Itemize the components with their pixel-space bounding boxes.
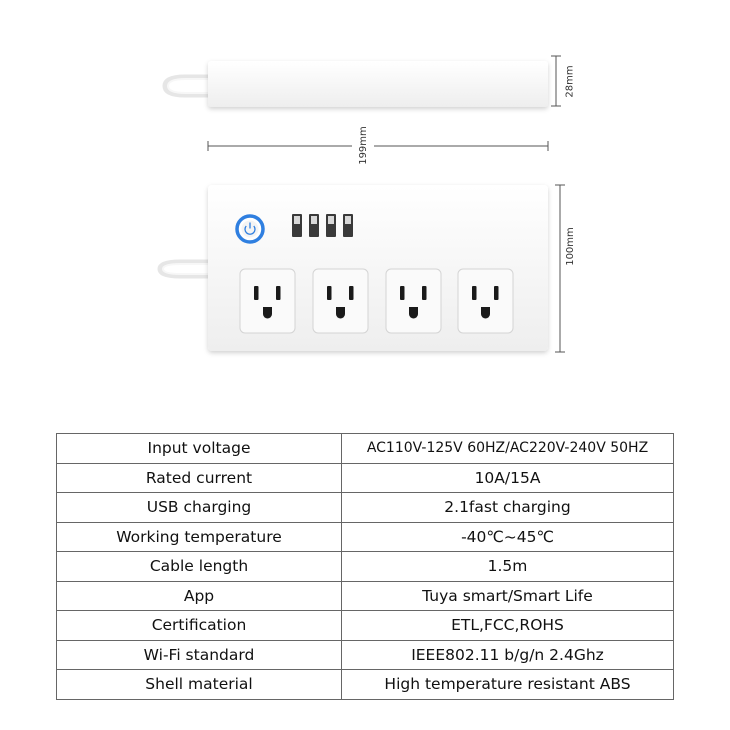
spec-label: Input voltage [56, 433, 342, 464]
spec-table: Input voltage AC110V-125V 60HZ/AC220V-24… [56, 433, 674, 700]
ac-outlet [457, 268, 514, 334]
width-dimension-label: 199mm [357, 126, 369, 165]
power-button [235, 214, 265, 244]
spec-label: Certification [56, 610, 342, 641]
side-view-body [208, 61, 548, 107]
spec-value: ETL,FCC,ROHS [341, 610, 674, 641]
ac-outlet [239, 268, 296, 334]
table-row: Certification ETL,FCC,ROHS [56, 610, 674, 641]
usb-ports [292, 214, 353, 237]
table-row: Wi-Fi standard IEEE802.11 b/g/n 2.4Ghz [56, 639, 674, 670]
spec-value: 2.1fast charging [341, 492, 674, 523]
usb-port [292, 214, 302, 237]
ac-outlets [239, 268, 514, 334]
spec-value: 10A/15A [341, 462, 674, 493]
ac-outlet [312, 268, 369, 334]
table-row: USB charging 2.1fast charging [56, 492, 674, 523]
usb-port [326, 214, 336, 237]
usb-port [309, 214, 319, 237]
table-row: App Tuya smart/Smart Life [56, 580, 674, 611]
depth-dimension [555, 184, 565, 353]
table-row: Rated current 10A/15A [56, 462, 674, 493]
spec-label: USB charging [56, 492, 342, 523]
table-row: Input voltage AC110V-125V 60HZ/AC220V-24… [56, 433, 674, 464]
depth-dimension-label: 100mm [564, 227, 576, 266]
ac-outlet [385, 268, 442, 334]
usb-port [343, 214, 353, 237]
spec-label: Cable length [56, 551, 342, 582]
table-row: Shell material High temperature resistan… [56, 669, 674, 700]
width-dimension [207, 141, 549, 151]
spec-value: IEEE802.11 b/g/n 2.4Ghz [341, 639, 674, 670]
spec-label: Shell material [56, 669, 342, 700]
height-dimension-label: 28mm [564, 65, 576, 98]
spec-value: -40℃~45℃ [341, 521, 674, 552]
top-view-cable [157, 259, 208, 279]
table-row: Working temperature -40℃~45℃ [56, 521, 674, 552]
spec-label: Rated current [56, 462, 342, 493]
power-strip-drawing [157, 55, 565, 353]
spec-value: 1.5m [341, 551, 674, 582]
product-diagram: 28mm 199mm 100mm [157, 55, 576, 353]
spec-label: App [56, 580, 342, 611]
height-dimension [551, 55, 561, 107]
spec-value: High temperature resistant ABS [341, 669, 674, 700]
spec-label: Working temperature [56, 521, 342, 552]
spec-label: Wi-Fi standard [56, 639, 342, 670]
spec-value: AC110V-125V 60HZ/AC220V-240V 50HZ [341, 433, 674, 464]
side-view-cable [162, 74, 208, 98]
table-row: Cable length 1.5m [56, 551, 674, 582]
spec-value: Tuya smart/Smart Life [341, 580, 674, 611]
